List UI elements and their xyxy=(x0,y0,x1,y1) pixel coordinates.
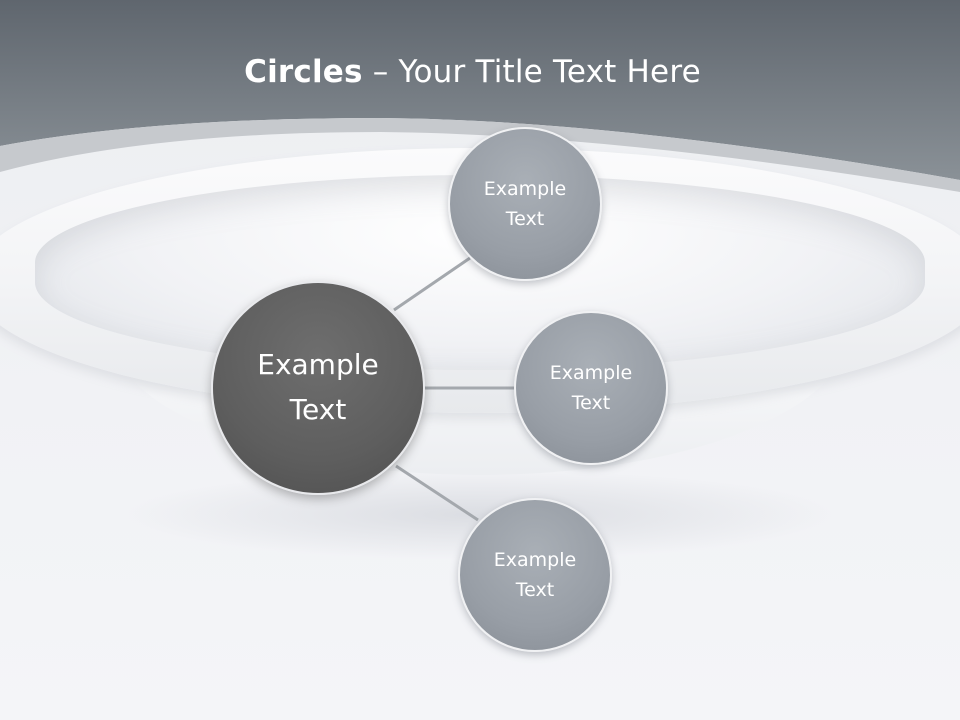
center-circle[interactable]: Example Text xyxy=(211,281,425,495)
slide-title: Circles – Your Title Text Here xyxy=(0,54,945,90)
outer-circle-middle[interactable]: Example Text xyxy=(514,311,668,465)
center-circle-label: Example Text xyxy=(257,348,379,426)
outer-circle-bottom[interactable]: Example Text xyxy=(458,498,612,652)
title-bold: Circles xyxy=(244,54,363,90)
connector-line-top xyxy=(393,256,471,312)
outer-circle-label: Example Text xyxy=(549,361,633,414)
title-rest: – Your Title Text Here xyxy=(362,54,701,90)
outer-circle-label: Example Text xyxy=(493,548,577,601)
connector-line-bottom xyxy=(395,464,479,522)
outer-circle-label: Example Text xyxy=(483,177,567,230)
outer-circle-top[interactable]: Example Text xyxy=(448,127,602,281)
